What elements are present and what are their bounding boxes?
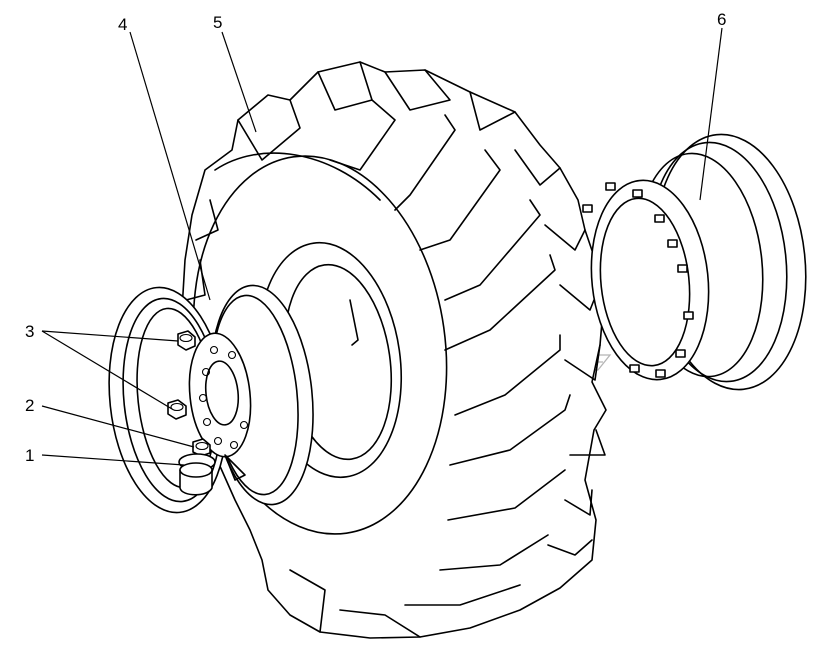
callout-3: 3 [25, 322, 34, 341]
valve-1 [178, 453, 216, 496]
callout-1: 1 [25, 446, 34, 465]
callout-5: 5 [213, 13, 222, 32]
nut-2 [192, 438, 211, 457]
rim-outer-half [582, 133, 807, 391]
callout-4: 4 [118, 15, 127, 34]
callout-2: 2 [25, 396, 34, 415]
nut-3-upper [177, 330, 196, 351]
rim-studs [582, 182, 694, 378]
leader-lines [41, 27, 723, 466]
callout-6: 6 [717, 10, 726, 29]
fasteners [167, 330, 216, 496]
hub-bolt-holes [198, 345, 249, 450]
nut-3-lower [167, 399, 187, 420]
